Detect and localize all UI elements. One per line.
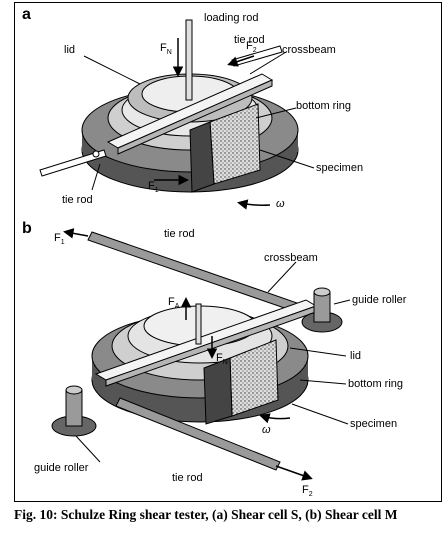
shear-cell-m [51, 228, 351, 481]
label-guide-roller-left: guide roller [34, 462, 89, 474]
panel-label-b: b [22, 220, 32, 237]
symbol-fa-b: FA [168, 296, 180, 311]
label-omega-b: ω [262, 424, 271, 436]
label-guide-roller-right: guide roller [352, 294, 407, 306]
label-tie-rod-a-bottom: tie rod [62, 194, 93, 206]
symbol-f2-a: F2 [246, 40, 257, 55]
label-bottom-ring-b: bottom ring [348, 378, 404, 390]
figure-drawing [39, 19, 351, 481]
label-bottom-ring-a: bottom ring [296, 100, 352, 112]
figure-caption: Fig. 10: Schulze Ring shear tester, (a) … [14, 507, 398, 522]
label-tie-rod-b-bottom: tie rod [172, 472, 203, 484]
label-specimen-b: specimen [350, 418, 398, 430]
label-omega-a: ω [276, 198, 285, 210]
panel-label-a: a [22, 6, 31, 23]
shear-cell-s [39, 19, 315, 210]
label-lid-b: lid [350, 350, 362, 362]
label-tie-rod-a-top: tie rod [234, 34, 265, 46]
label-specimen-a: specimen [316, 162, 364, 174]
guide-roller-left [51, 385, 97, 437]
symbol-fn-b: FN [216, 352, 228, 367]
symbol-f1-b: F1 [54, 232, 65, 247]
label-lid-a: lid [64, 44, 76, 56]
symbol-fn-a: FN [160, 42, 172, 57]
label-crossbeam-b: crossbeam [264, 252, 318, 264]
symbol-f2-b: F2 [302, 484, 313, 499]
guide-roller-right [301, 287, 343, 333]
label-tie-rod-b-top: tie rod [164, 228, 195, 240]
symbol-f1-a: F1 [148, 180, 159, 195]
label-loading-rod: loading rod [204, 12, 259, 24]
label-crossbeam-a: crossbeam [282, 44, 336, 56]
